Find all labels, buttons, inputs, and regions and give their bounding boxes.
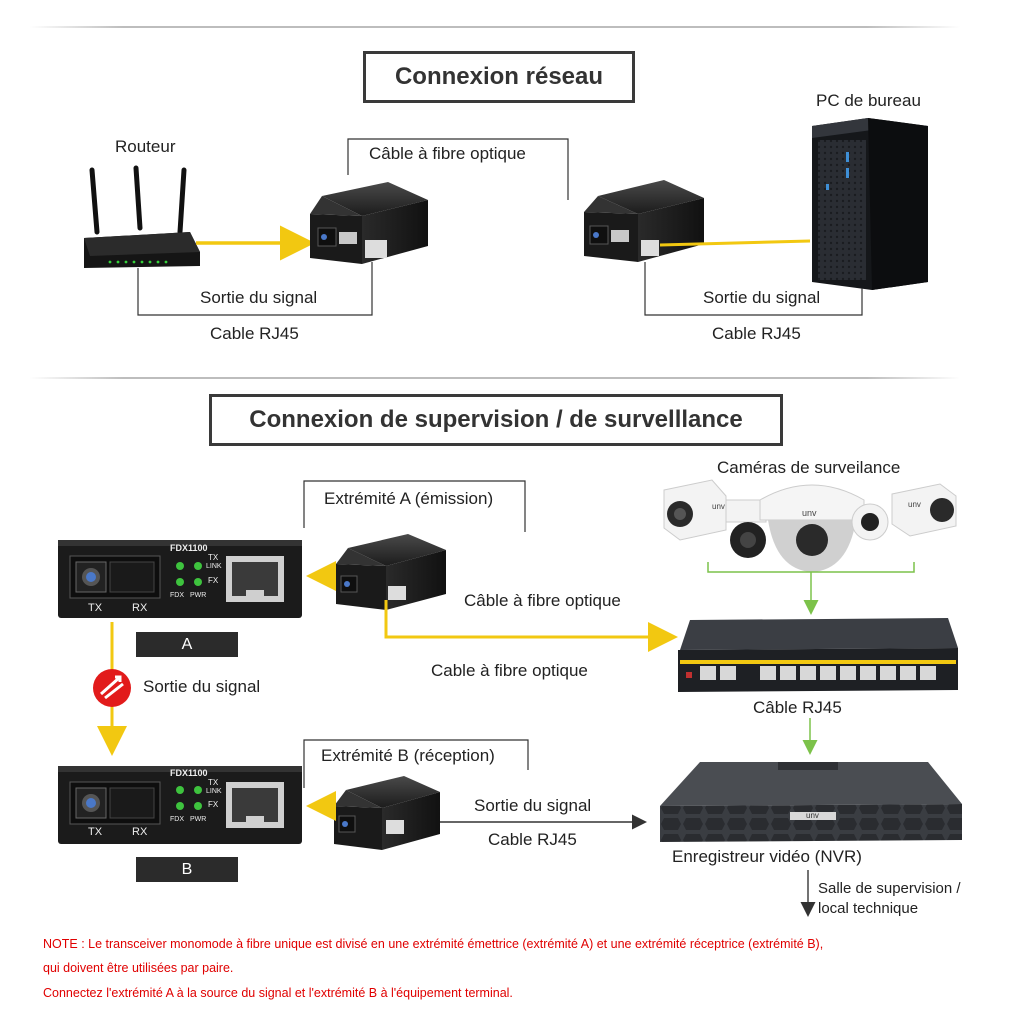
note-line-3: Connectez l'extrémité A à la source du s…: [43, 986, 513, 1000]
end-a-label: Extrémité A (émission): [324, 489, 494, 508]
fiber-label-2: Cable à fibre optique: [431, 661, 588, 680]
panel-b-led-link: LINK: [206, 788, 222, 795]
panel-a-led-tx: TX: [208, 553, 219, 562]
left-rj45-cable-label: Cable RJ45: [210, 324, 299, 343]
transceiver-panel-a: [58, 540, 302, 618]
switch-cable-label: Câble RJ45: [753, 698, 842, 717]
nvr-label: Enregistreur vidéo (NVR): [672, 847, 862, 866]
camera-brand-label: unv: [802, 508, 817, 518]
end-b-tag: B: [136, 857, 238, 882]
signal-output-label-right: Sortie du signal: [474, 796, 592, 815]
panel-a-port-rx: RX: [132, 602, 148, 614]
top-divider: [30, 26, 960, 28]
panel-a-port-tx: TX: [88, 602, 103, 614]
media-converter-icon: [334, 776, 440, 850]
room-label-2: local technique: [818, 900, 919, 917]
media-converter-icon: [310, 182, 428, 264]
panel-a-led-fdx: FDX: [170, 592, 184, 599]
panel-b-model: FDX1100: [170, 768, 208, 778]
right-signal-output-label: Sortie du signal: [703, 288, 821, 307]
fiber-label-1: Câble à fibre optique: [464, 591, 621, 610]
middle-divider: [30, 377, 960, 379]
note-line-2: qui doivent être utilisées par paire.: [43, 961, 234, 975]
room-label-1: Salle de supervision /: [818, 880, 961, 897]
media-converter-icon: [584, 180, 704, 262]
signal-direction-icon: [93, 669, 131, 707]
panel-a-led-pwr: PWR: [190, 592, 207, 599]
panel-a-led-fx: FX: [208, 576, 219, 585]
transceiver-panel-b: [58, 766, 302, 844]
cameras-label: Caméras de surveilance: [717, 458, 901, 477]
media-converter-icon: [336, 534, 446, 610]
fiber-cable-label: Câble à fibre optique: [369, 144, 526, 163]
surveillance-cameras-icon: [663, 479, 957, 572]
panel-b-led-fx: FX: [208, 800, 219, 809]
section2-title: Connexion de supervision / de survelllan…: [209, 394, 783, 446]
end-a-tag: A: [136, 632, 238, 657]
panel-a-model: FDX1100: [170, 543, 208, 553]
camera-brand-label: unv: [908, 500, 921, 509]
signal-output-label-left: Sortie du signal: [143, 677, 261, 696]
nvr-recorder-icon: [660, 762, 962, 842]
network-switch-icon: [678, 618, 958, 692]
note-line-1: NOTE : Le transceiver monomode à fibre u…: [43, 937, 824, 951]
panel-b-led-fdx: FDX: [170, 816, 184, 823]
panel-b-led-tx: TX: [208, 778, 219, 787]
camera-brand-label: unv: [712, 502, 725, 511]
section1-title: Connexion réseau: [363, 51, 635, 103]
panel-b-led-pwr: PWR: [190, 816, 207, 823]
pc-label: PC de bureau: [816, 91, 921, 110]
panel-b-port-tx: TX: [88, 826, 103, 838]
router-label: Routeur: [115, 137, 176, 156]
panel-a-led-link: LINK: [206, 563, 222, 570]
router-icon: [84, 165, 200, 268]
panel-b-port-rx: RX: [132, 826, 148, 838]
left-signal-output-label: Sortie du signal: [200, 288, 318, 307]
right-rj45-cable-label: Cable RJ45: [712, 324, 801, 343]
nvr-cable-label: Cable RJ45: [488, 830, 577, 849]
nvr-brand-label: unv: [806, 811, 819, 820]
desktop-pc-icon: [812, 118, 928, 290]
end-b-label: Extrémité B (réception): [321, 746, 495, 765]
